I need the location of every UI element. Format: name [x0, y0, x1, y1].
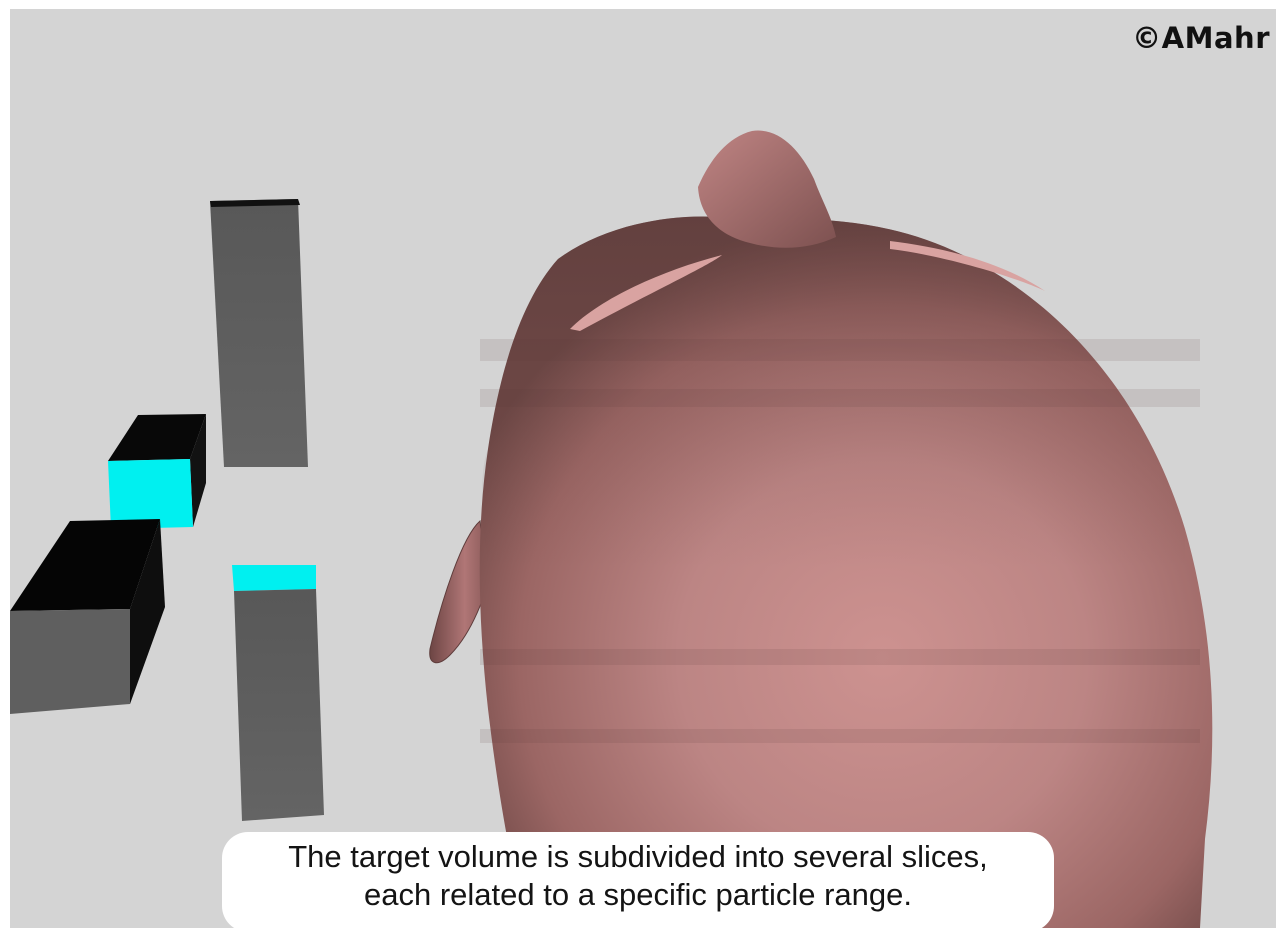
scene-viewport: ©AMahr [10, 9, 1276, 928]
upper-range-block [210, 199, 308, 467]
patient-head-model [430, 131, 1213, 928]
highlighted-slice-cube [108, 414, 206, 529]
lower-range-block [10, 519, 165, 714]
copyright-watermark: ©AMahr [1132, 21, 1270, 55]
ear-shape [430, 521, 488, 663]
caption-line-1: The target volume is subdivided into sev… [222, 838, 1054, 876]
caption-line-2: each related to a specific particle rang… [222, 876, 1054, 914]
scene-drawing [10, 9, 1276, 928]
lower-slice-bar [232, 565, 324, 821]
caption-box: The target volume is subdivided into sev… [222, 832, 1054, 932]
